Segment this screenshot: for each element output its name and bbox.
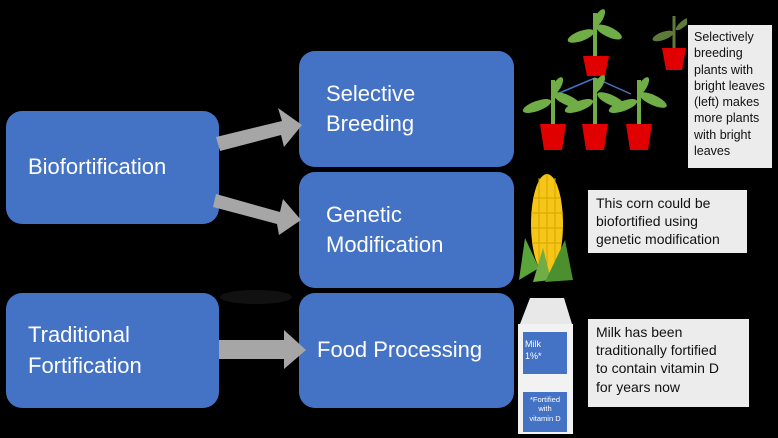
biofortification-box: Biofortification	[6, 111, 219, 224]
selective-label: Selective	[326, 80, 416, 106]
traditional-label: Traditional	[28, 322, 130, 348]
milk-carton-icon: Milk 1%* *Fortified with vitamin D	[516, 296, 575, 434]
fortification-label: Fortification	[28, 352, 142, 378]
plants-illustration	[517, 8, 687, 166]
modification-label: Modification	[326, 232, 444, 257]
selective-breeding-box: Selective Breeding	[299, 51, 514, 167]
biofortification-label: Biofortification	[28, 154, 167, 180]
arrow-to-selective-breeding	[216, 108, 302, 151]
plants-note: Selectively breeding plants with bright …	[688, 25, 772, 168]
genetic-modification-box: Genetic Modification	[299, 172, 514, 288]
corn-icon	[519, 174, 573, 282]
traditional-fortification-box: Traditional Fortification	[6, 293, 219, 408]
food-processing-box: Food Processing	[299, 293, 514, 408]
milk-label: Milk	[525, 339, 541, 349]
plant-bottom-center-icon	[564, 75, 625, 150]
milk-percent-label: 1%*	[525, 351, 542, 362]
plant-dark-icon	[652, 16, 687, 70]
corn-note: This corn could be biofortified using ge…	[588, 190, 747, 253]
arrow-to-genetic-modification	[213, 194, 301, 235]
plant-bottom-right-icon	[608, 77, 667, 150]
plant-top-icon	[567, 9, 622, 76]
milk-note: Milk has been traditionally fortified to…	[588, 319, 749, 407]
food-processing-label: Food Processing	[317, 337, 483, 363]
breeding-label: Breeding	[326, 111, 415, 136]
plant-bottom-left-icon	[522, 77, 581, 150]
genetic-label: Genetic	[326, 201, 402, 227]
arrow-to-food-processing	[219, 330, 306, 369]
